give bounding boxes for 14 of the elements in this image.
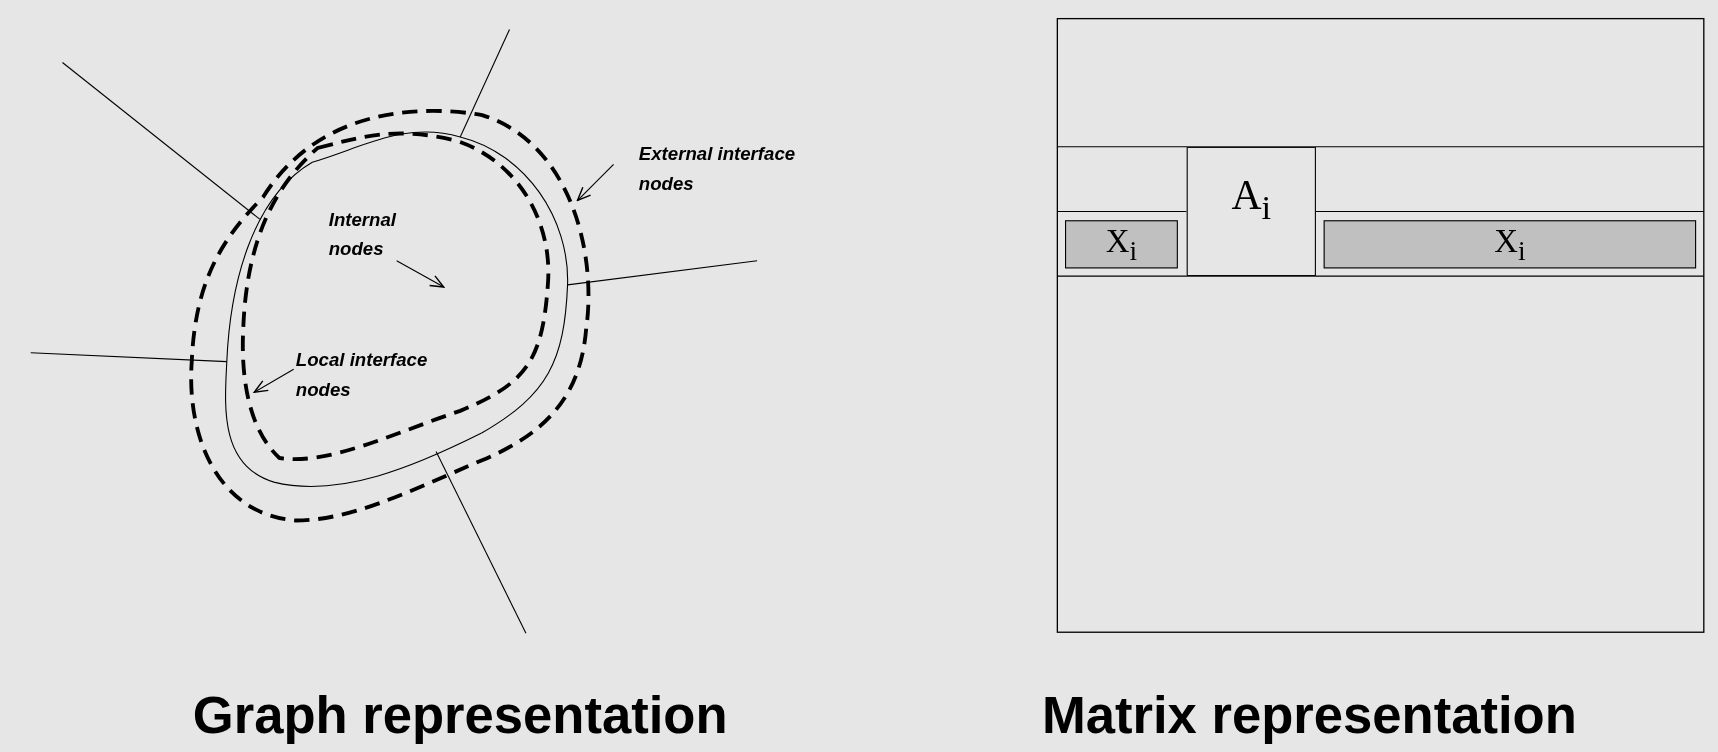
- vector-block: [1323, 220, 1697, 269]
- vector-block: [1065, 220, 1178, 269]
- matrix-symbol: A$_{i}$: [1231, 171, 1272, 228]
- leader-arrow: [253, 368, 295, 393]
- callout-text: Internal nodes: [328, 204, 439, 265]
- panel-heading: Graph representation: [192, 684, 728, 746]
- matrix-symbol: X$_{i}$: [1494, 222, 1526, 267]
- panel-heading: Matrix representation: [1041, 684, 1577, 746]
- leader-arrow: [576, 163, 615, 202]
- callout-text: Local interface nodes: [295, 345, 472, 405]
- matrix-block: [1186, 146, 1316, 277]
- leader-arrow: [396, 260, 445, 288]
- callout-text: External interface nodes: [638, 139, 847, 199]
- matrix-symbol: X$_{i}$: [1105, 222, 1138, 267]
